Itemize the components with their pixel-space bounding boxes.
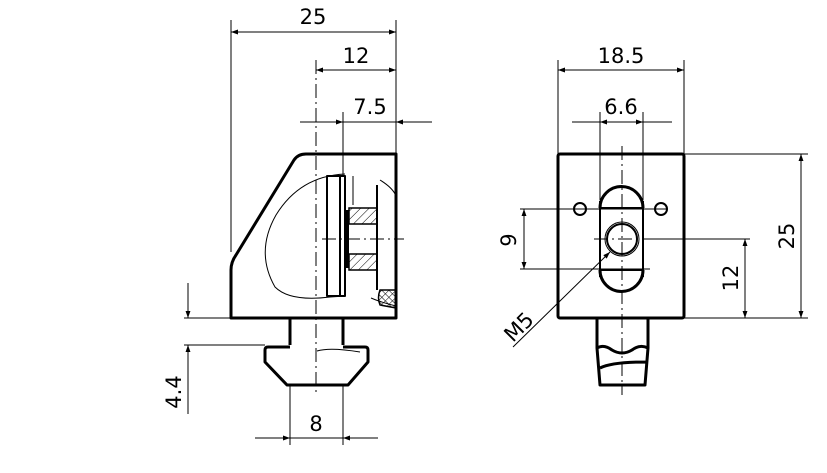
dim-label-18-5: 18.5 bbox=[598, 44, 645, 68]
cutaway-curve bbox=[264, 173, 346, 299]
cutaway-curve-right bbox=[370, 179, 397, 307]
hatched-block-top bbox=[348, 207, 378, 225]
inner-part bbox=[326, 175, 346, 297]
cross-hatched-seal bbox=[377, 289, 397, 309]
dim-label-25: 25 bbox=[300, 5, 327, 29]
thread-label-m5: M5 bbox=[499, 307, 538, 346]
side-view: 25 12 7.5 4.4 8 bbox=[162, 5, 432, 445]
front-view: 18.5 6.6 9 12 25 M5 bbox=[497, 44, 808, 395]
dim-label-8: 8 bbox=[309, 412, 322, 436]
dim-label-12: 12 bbox=[719, 265, 743, 292]
body-outline bbox=[556, 152, 686, 320]
dim-label-4-4: 4.4 bbox=[162, 375, 186, 408]
stem-outline bbox=[595, 318, 650, 387]
dim-label-25: 25 bbox=[775, 223, 799, 250]
dim-label-12: 12 bbox=[343, 44, 370, 68]
dim-label-7-5: 7.5 bbox=[353, 95, 386, 119]
body-outline bbox=[229, 152, 398, 320]
dim-label-9: 9 bbox=[497, 233, 521, 246]
stem-outline bbox=[288, 318, 345, 345]
t-head-outline bbox=[263, 345, 370, 387]
head-edge bbox=[316, 348, 361, 353]
thread-leader-line bbox=[512, 251, 611, 348]
dim-label-6-6: 6.6 bbox=[604, 95, 637, 119]
hatched-block-bottom bbox=[348, 253, 378, 271]
